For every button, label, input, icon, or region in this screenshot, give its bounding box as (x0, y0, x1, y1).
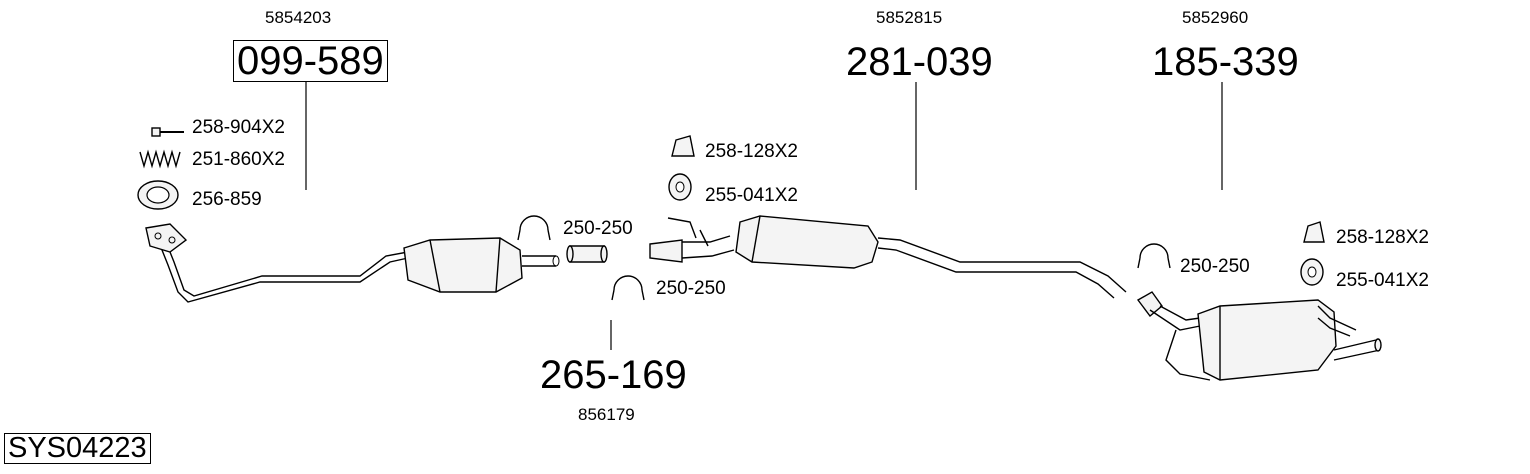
part-number: 099-589 (233, 40, 388, 82)
system-code: SYS04223 (4, 433, 151, 464)
clamp-icon (517, 215, 1171, 301)
rear-silencer (1136, 291, 1382, 381)
accessory-label: 256-859 (192, 189, 262, 210)
accessory-label: 250-250 (1180, 256, 1250, 277)
accessory-label: 250-250 (656, 278, 726, 299)
accessory-label: 258-904X2 (192, 117, 285, 138)
bracket-icon (671, 135, 1325, 243)
middle-silencer (649, 215, 1127, 299)
oe-number: 856179 (578, 405, 635, 424)
accessory-label: 258-128X2 (1336, 227, 1429, 248)
accessory-label: 250-250 (563, 218, 633, 239)
front-pipe-catalyst (145, 223, 560, 303)
part-number: 281-039 (846, 40, 993, 84)
rubber-mount-icon (668, 173, 1324, 286)
accessory-label: 251-860X2 (192, 149, 285, 170)
accessory-label: 258-128X2 (705, 141, 798, 162)
oe-number: 5852815 (876, 8, 943, 27)
accessory-label: 255-041X2 (705, 185, 798, 206)
bolt-icon (151, 127, 184, 137)
oe-number: 5854203 (265, 8, 332, 27)
oe-number: 5852960 (1182, 8, 1249, 27)
part-number: 185-339 (1152, 40, 1299, 84)
gasket-icon (137, 180, 179, 210)
spring-icon (139, 149, 181, 169)
part-number: 265-169 (540, 353, 687, 397)
leader-lines (305, 82, 1223, 350)
intermediate-pipe (566, 245, 608, 263)
accessory-label: 255-041X2 (1336, 270, 1429, 291)
